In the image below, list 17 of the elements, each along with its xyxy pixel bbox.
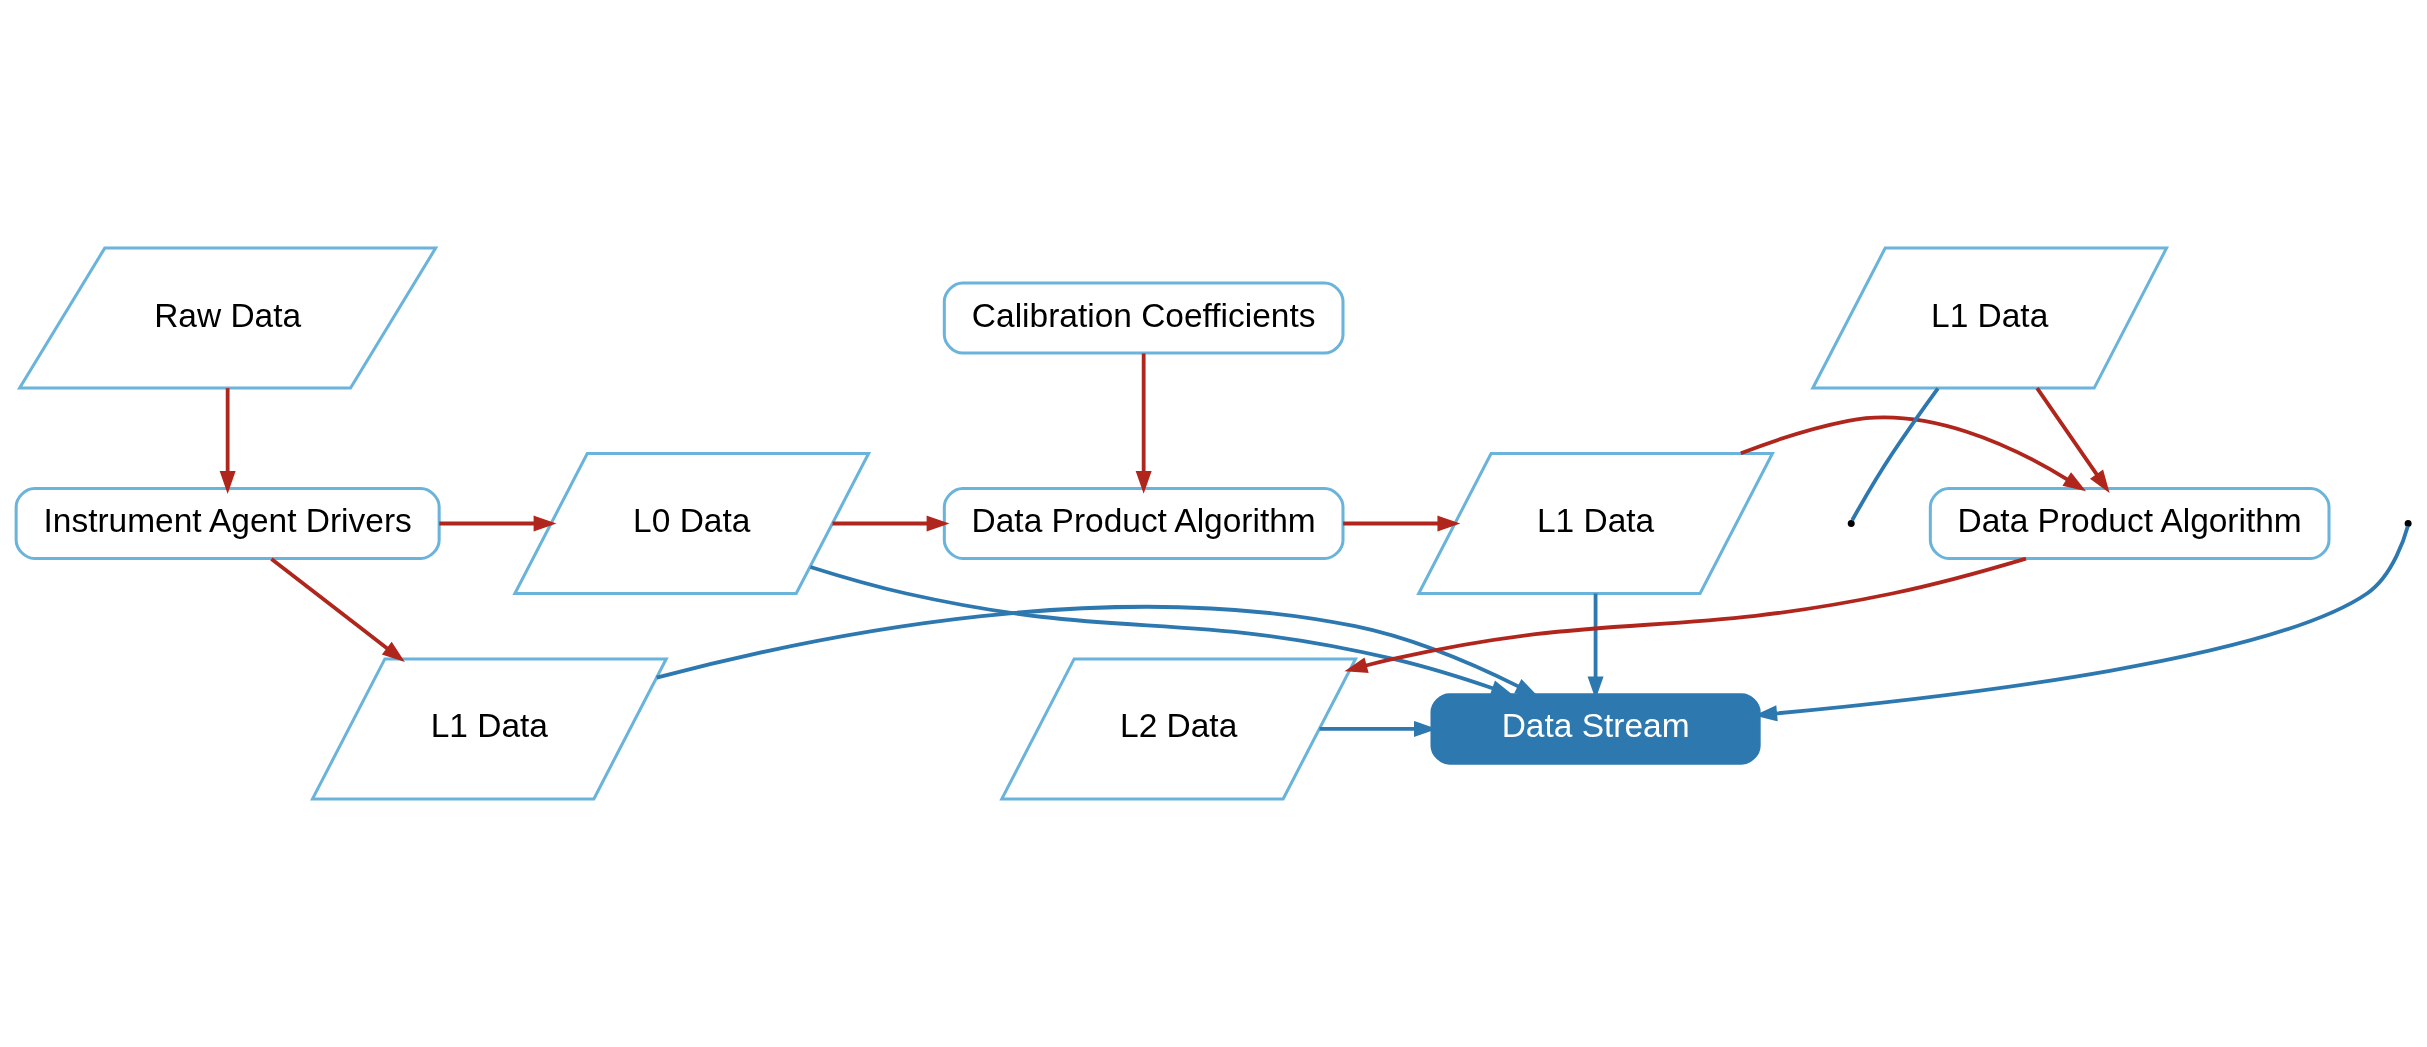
node-box: Calibration Coefficients: [942, 281, 1345, 355]
arrow: [656, 605, 1539, 697]
connector: [1850, 387, 1940, 522]
arrow: [1343, 515, 1461, 532]
arrow: [439, 515, 557, 532]
arrow: [1344, 556, 2027, 674]
node-box: Instrument Agent Drivers: [14, 487, 441, 560]
arrow: [219, 388, 236, 494]
node-box: Data Stream: [1430, 693, 1761, 765]
node-box: Data Product Algorithm: [1928, 487, 2331, 560]
arrow: [270, 557, 405, 663]
arrow: [809, 565, 1514, 696]
arrow: [832, 515, 950, 532]
arrow: [2035, 387, 2110, 493]
node-box: Data Product Algorithm: [942, 487, 1345, 560]
arrow: [1740, 415, 2087, 492]
arrow: [1135, 353, 1152, 494]
